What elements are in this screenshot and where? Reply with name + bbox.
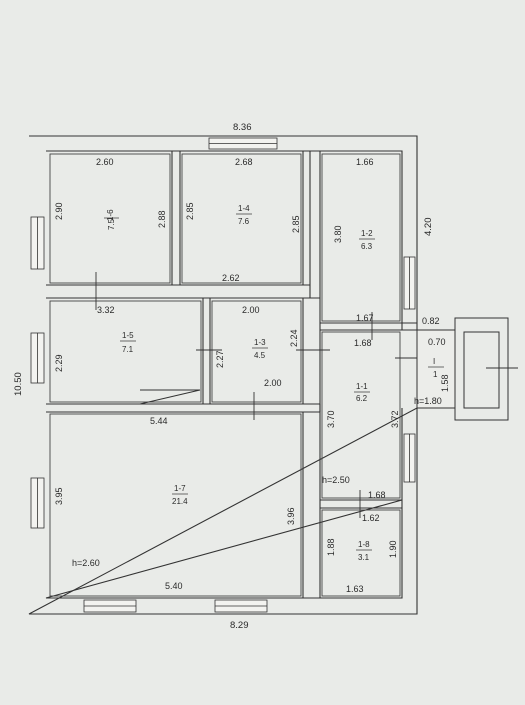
porch-id: I bbox=[433, 357, 435, 366]
room-1-3: 2.00 2.24 1-3 4.5 2.00 bbox=[242, 305, 299, 388]
room-1-7: 1-7 21.4 3.95 3.96 h=2.60 5.40 bbox=[54, 484, 296, 591]
room-1-5: 1-5 7.1 2.29 2.27 5.44 bbox=[54, 331, 225, 426]
room-1-3-right: 2.24 bbox=[289, 329, 299, 347]
room-1-6-right: 2.88 bbox=[157, 210, 167, 228]
window-right-1 bbox=[403, 256, 416, 310]
room-1-4-area: 7.6 bbox=[238, 217, 250, 226]
outer-bottom-width: 8.29 bbox=[230, 620, 249, 631]
room-outlines bbox=[49, 153, 401, 597]
room-1-4-top: 2.68 bbox=[235, 157, 253, 167]
room-1-3-bottom: 2.00 bbox=[264, 378, 282, 388]
window-left-3 bbox=[30, 477, 45, 529]
room-1-7-left: 3.95 bbox=[54, 487, 64, 505]
room-1-1-height: h=2.50 bbox=[322, 475, 350, 485]
room-1-1-right: 3.72 bbox=[390, 410, 400, 428]
room-1-8-outline bbox=[321, 509, 401, 597]
room-1-4-outline bbox=[181, 153, 302, 284]
window-left-2 bbox=[30, 332, 45, 384]
room-1-1: 1.68 3.70 3.72 1-1 6.2 h=2.50 1.68 bbox=[322, 338, 400, 500]
room-1-1-area: 6.2 bbox=[356, 394, 368, 403]
room-1-7-height: h=2.60 bbox=[72, 558, 100, 568]
room-1-2-bottom: 1.67 bbox=[356, 313, 374, 323]
porch-top: 0.70 bbox=[428, 337, 446, 347]
room-1-2: 1.66 3.80 1-2 6.3 1.67 bbox=[333, 157, 375, 323]
room-1-5-left: 2.29 bbox=[54, 354, 64, 372]
room-1-4-bottom: 2.62 bbox=[222, 273, 240, 283]
room-1-6-bottom: 3.32 bbox=[97, 305, 115, 315]
walls bbox=[28, 135, 418, 615]
room-1-6-id: 1-6 bbox=[106, 209, 115, 221]
room-1-7-right: 3.96 bbox=[286, 507, 296, 525]
outer-left-height: 10.50 bbox=[13, 372, 24, 396]
window-bottom-1 bbox=[83, 599, 137, 613]
room-1-4: 2.68 2.85 2.85 1-4 7.6 2.62 bbox=[185, 157, 301, 283]
room-1-4-id: 1-4 bbox=[238, 204, 250, 213]
outer-right-gap: 0.82 bbox=[422, 316, 440, 326]
porch-side: 1.58 bbox=[440, 374, 450, 392]
room-1-5-id: 1-5 bbox=[122, 331, 134, 340]
room-1-8-top: 1.62 bbox=[362, 513, 380, 523]
room-1-2-left: 3.80 bbox=[333, 225, 343, 243]
room-1-8-left: 1.88 bbox=[326, 538, 336, 556]
porch-height: h=1.80 bbox=[414, 396, 442, 406]
room-1-3-outline bbox=[211, 300, 302, 403]
room-1-5-outline bbox=[49, 300, 202, 403]
room-1-8: 1.62 1.88 1.90 1-8 3.1 1.63 bbox=[326, 513, 398, 594]
room-1-2-outline bbox=[321, 153, 401, 322]
room-1-8-right: 1.90 bbox=[388, 540, 398, 558]
room-1-3-id: 1-3 bbox=[254, 338, 266, 347]
window-right-2 bbox=[403, 433, 416, 483]
room-1-5-right: 2.27 bbox=[215, 350, 225, 368]
window-bottom-2 bbox=[214, 599, 268, 613]
windows bbox=[30, 137, 416, 613]
outer-right-height: 4.20 bbox=[423, 218, 434, 237]
room-1-7-bottom: 5.40 bbox=[165, 581, 183, 591]
room-1-2-top: 1.66 bbox=[356, 157, 374, 167]
room-1-3-area: 4.5 bbox=[254, 351, 266, 360]
room-1-6-area: 7.5 bbox=[107, 218, 116, 230]
porch bbox=[416, 317, 518, 421]
room-1-4-left: 2.85 bbox=[185, 202, 195, 220]
room-1-8-id: 1-8 bbox=[358, 540, 370, 549]
porch-area: 1 bbox=[433, 370, 438, 379]
room-1-8-bottom: 1.63 bbox=[346, 584, 364, 594]
room-1-2-id: 1-2 bbox=[361, 229, 373, 238]
room-1-8-area: 3.1 bbox=[358, 553, 370, 562]
room-1-1-top: 1.68 bbox=[354, 338, 372, 348]
room-1-4-right: 2.85 bbox=[291, 215, 301, 233]
room-1-2-area: 6.3 bbox=[361, 242, 373, 251]
room-1-1-left: 3.70 bbox=[326, 410, 336, 428]
room-1-6-left: 2.90 bbox=[54, 202, 64, 220]
room-1-6: 2.60 2.90 2.88 1-6 7.5 3.32 bbox=[54, 157, 167, 315]
room-1-5-bottom: 5.44 bbox=[150, 416, 168, 426]
porch-labels: 0.70 I 1 1.58 h=1.80 bbox=[414, 337, 450, 406]
outer-top-width: 8.36 bbox=[233, 122, 252, 133]
room-1-7-id: 1-7 bbox=[174, 484, 186, 493]
room-1-1-bottom: 1.68 bbox=[368, 490, 386, 500]
room-1-7-area: 21.4 bbox=[172, 497, 188, 506]
room-1-7-outline bbox=[49, 413, 302, 597]
window-left-1 bbox=[30, 216, 45, 270]
room-1-6-top: 2.60 bbox=[96, 157, 114, 167]
room-1-1-outline bbox=[321, 331, 401, 499]
room-1-6-outline bbox=[49, 153, 171, 284]
room-1-1-id: 1-1 bbox=[356, 382, 368, 391]
window-top bbox=[208, 137, 278, 150]
room-1-3-top: 2.00 bbox=[242, 305, 260, 315]
door-marks bbox=[95, 272, 425, 518]
room-1-5-area: 7.1 bbox=[122, 345, 134, 354]
